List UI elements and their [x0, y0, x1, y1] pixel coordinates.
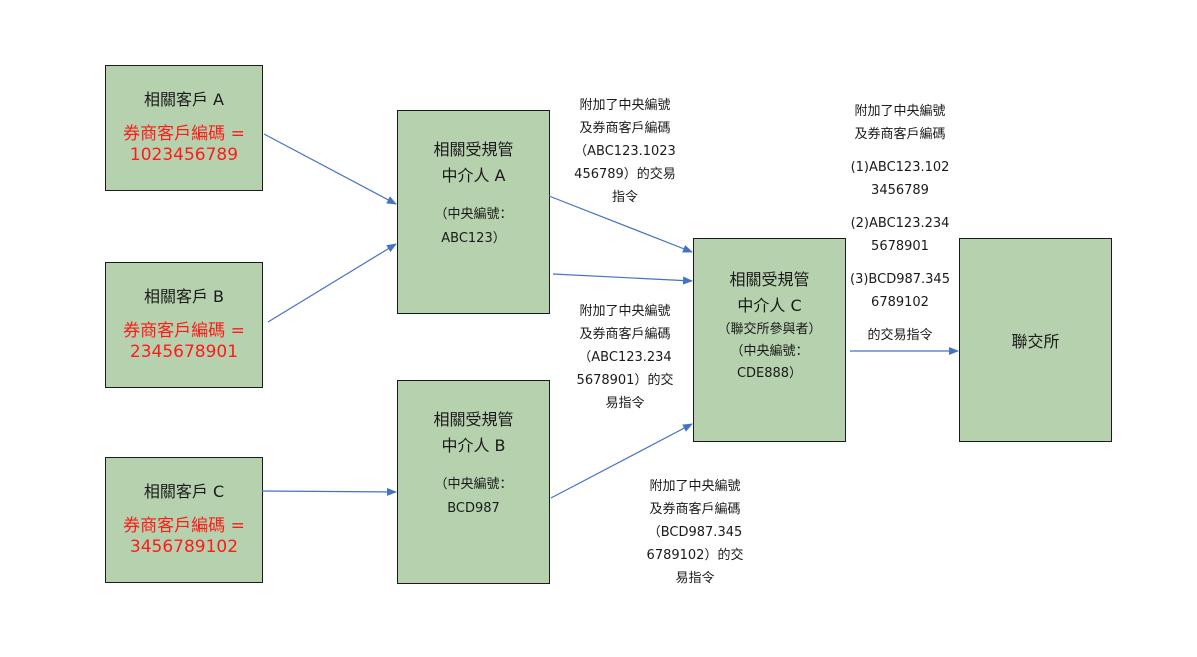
note-line: 易指令 — [675, 571, 715, 586]
intermediary-a-id-line2: ABC123） — [441, 231, 506, 246]
note-line: 5678901）的交 — [576, 373, 674, 388]
intermediary-c-title-line2: 中介人 C — [737, 296, 802, 315]
note-line: 易指令 — [605, 396, 645, 411]
arrow-client-c-to-intermediary-b — [261, 487, 397, 496]
intermediary-a-title-line2: 中介人 A — [441, 166, 506, 185]
client-b-title: 相關客戶 B — [143, 287, 225, 306]
note-item-3-line1: (3)BCD987.345 — [850, 272, 950, 287]
client-a-code-label: 券商客戶編碼 = — [123, 124, 245, 144]
arrow-client-b-to-intermediary-a — [267, 243, 397, 323]
arrow-intermediary-a-to-c-2 — [552, 273, 693, 285]
note-line: 附加了中央編號 — [649, 479, 741, 494]
intermediary-a-id-line1: （中央編號： — [434, 207, 513, 222]
exchange-label: 聯交所 — [1011, 332, 1060, 351]
intermediary-c-role: （聯交所參與者） — [717, 322, 822, 337]
note-line: 指令 — [611, 190, 638, 205]
note-footer: 的交易指令 — [867, 328, 933, 343]
intermediary-c-title-line1: 相關受規管 — [729, 270, 810, 289]
intermediary-b-box: 相關受規管 中介人 B （中央編號： BCD987 — [397, 380, 550, 584]
client-c-title: 相關客戶 C — [143, 482, 225, 501]
intermediary-c-id-line2: CDE888） — [736, 366, 803, 381]
note-item-1-line1: (1)ABC123.102 — [850, 160, 950, 175]
client-a-title: 相關客戶 A — [143, 90, 225, 109]
note-line: （ABC123.1023 — [574, 144, 676, 159]
arrow-client-a-to-intermediary-a — [263, 133, 397, 205]
note-item-1-line2: 3456789 — [871, 183, 929, 198]
client-c-box: 相關客戶 C 券商客戶編碼 = 3456789102 — [105, 457, 263, 583]
client-a-code-value: 1023456789 — [129, 145, 239, 165]
intermediary-b-id-line1: （中央編號： — [434, 477, 513, 492]
intermediary-a-title-line1: 相關受規管 — [433, 140, 514, 159]
note-c-to-exchange: 附加了中央編號 及券商客戶編碼 (1)ABC123.102 3456789 (2… — [840, 100, 960, 347]
note-line: 附加了中央編號 — [579, 304, 671, 319]
note-line: 456789）的交易 — [574, 167, 676, 182]
note-line: 及券商客戶編碼 — [579, 121, 671, 136]
client-b-box: 相關客戶 B 券商客戶編碼 = 2345678901 — [105, 262, 263, 388]
note-line: 附加了中央編號 — [854, 104, 946, 119]
note-line: 及券商客戶編碼 — [649, 502, 741, 517]
note-b-to-c: 附加了中央編號 及券商客戶編碼 （BCD987.345 6789102）的交 易… — [630, 475, 760, 590]
intermediary-c-id-line1: （中央編號： — [730, 344, 809, 359]
intermediary-b-title-line2: 中介人 B — [441, 436, 506, 455]
client-a-box: 相關客戶 A 券商客戶編碼 = 1023456789 — [105, 65, 263, 191]
client-b-code-label: 券商客戶編碼 = — [123, 321, 245, 341]
note-a-to-c-2: 附加了中央編號 及券商客戶編碼 （ABC123.234 5678901）的交 易… — [560, 300, 690, 415]
note-item-2-line2: 5678901 — [871, 239, 929, 254]
note-line: 6789102）的交 — [646, 548, 744, 563]
intermediary-c-box: 相關受規管 中介人 C （聯交所參與者） （中央編號： CDE888） — [693, 238, 846, 442]
intermediary-a-box: 相關受規管 中介人 A （中央編號： ABC123） — [397, 110, 550, 314]
note-line: 及券商客戶編碼 — [854, 127, 946, 142]
client-c-code-value: 3456789102 — [129, 537, 239, 557]
intermediary-b-title-line1: 相關受規管 — [433, 410, 514, 429]
exchange-box: 聯交所 — [959, 238, 1112, 442]
note-item-3-line2: 6789102 — [871, 295, 929, 310]
intermediary-b-id-line2: BCD987 — [447, 501, 500, 516]
note-item-2-line1: (2)ABC123.234 — [850, 216, 950, 231]
note-line: （ABC123.234 — [578, 350, 672, 365]
note-a-to-c: 附加了中央編號 及券商客戶編碼 （ABC123.1023 456789）的交易 … — [560, 94, 690, 209]
note-line: 附加了中央編號 — [579, 98, 671, 113]
client-b-code-value: 2345678901 — [129, 342, 239, 362]
note-line: 及券商客戶編碼 — [579, 327, 671, 342]
client-c-code-label: 券商客戶編碼 = — [123, 516, 245, 536]
note-line: （BCD987.345 — [647, 525, 743, 540]
